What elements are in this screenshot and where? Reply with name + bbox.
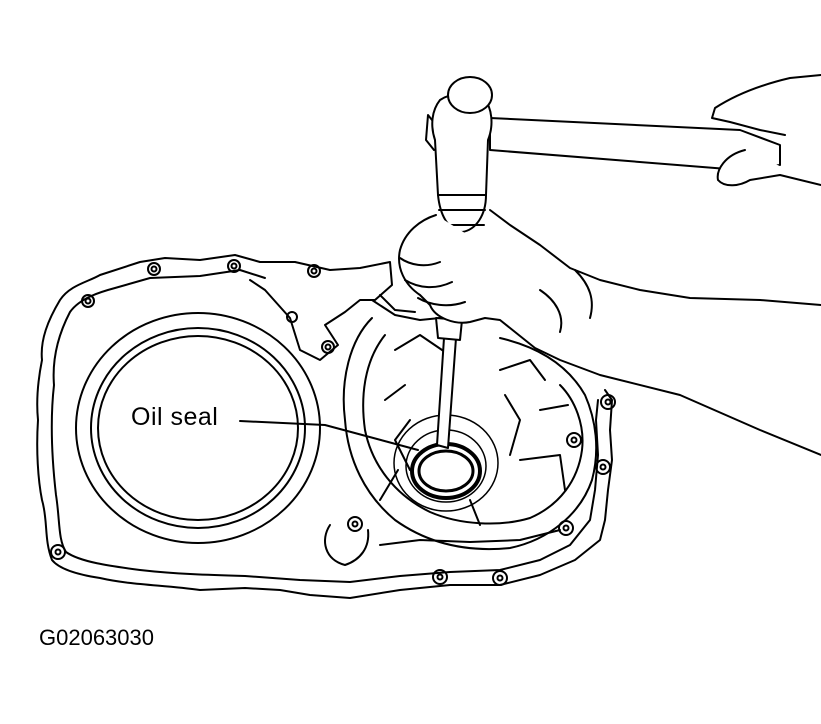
upper-flange-edge (372, 300, 440, 320)
case-inner-outline (52, 270, 598, 582)
punch-shaft (437, 338, 456, 448)
right-hand (712, 75, 821, 185)
transaxle-case (37, 255, 615, 598)
left-hand-outline (399, 210, 821, 455)
lower-boss (325, 525, 368, 565)
housing-ribs (380, 335, 568, 525)
case-outer-outline (37, 255, 612, 598)
hammer (426, 77, 780, 232)
housing-inner-outline (363, 335, 582, 524)
hammer-peen (448, 77, 492, 113)
left-hand-fingers (380, 258, 592, 332)
left-bore-ring (91, 328, 305, 528)
left-bore-inner-ring (98, 336, 298, 520)
lower-flange-edge (380, 530, 560, 545)
left-bore (76, 313, 320, 543)
oil-seal-label: Oil seal (131, 403, 219, 431)
hammer-handle (490, 118, 780, 170)
left-hand (380, 210, 821, 455)
hammer-face-bands (426, 115, 486, 225)
differential-housing (325, 300, 596, 565)
flange-bolt-holes (51, 260, 615, 585)
figure-code: G02063030 (39, 625, 154, 650)
seal-inner-ring (419, 451, 473, 491)
left-bore-outer-ring (76, 313, 320, 543)
right-hand-outline (712, 75, 821, 185)
callout-leader-line (240, 421, 418, 450)
hammer-head (432, 94, 491, 232)
punch-tool (436, 318, 462, 448)
housing-outline (344, 318, 596, 549)
